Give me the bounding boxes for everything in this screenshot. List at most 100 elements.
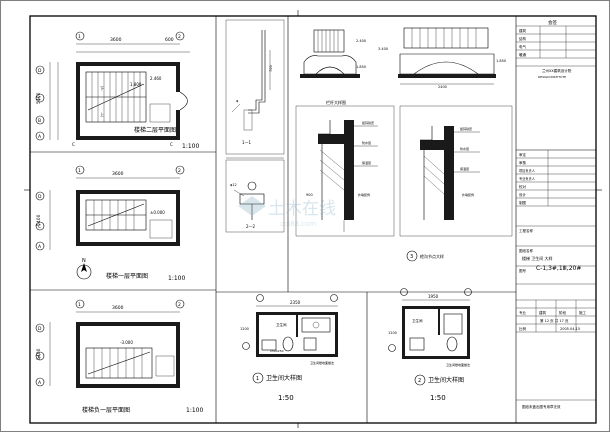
svg-text:3.400: 3.400 [378,47,388,51]
svg-text:1200: 1200 [240,327,249,331]
svg-text:2350: 2350 [290,300,301,305]
detail-3-label: 3 檐沟节点大样 [406,250,444,262]
svg-text:项目负责人: 项目负责人 [519,168,536,173]
svg-text:1: 1 [78,168,81,174]
svg-text:镀锌铁皮: 镀锌铁皮 [362,120,374,125]
svg-text:阶段: 阶段 [559,310,567,315]
svg-text:图纸未盖出图专用章无效: 图纸未盖出图专用章无效 [522,404,561,409]
svg-text:2: 2 [418,378,421,384]
svg-text:250X250: 250X250 [270,349,284,353]
toilet-1-scale: 1:50 [278,394,294,402]
svg-text:第 12 页 共 17 页: 第 12 页 共 17 页 [540,318,569,323]
svg-text:建筑: 建筑 [519,28,527,33]
railing-title: 栏杆大样图 [326,99,346,105]
svg-text:2: 2 [178,302,181,308]
svg-text:上: 上 [100,111,104,117]
svg-text:校对: 校对 [519,184,527,189]
svg-text:φ12: φ12 [230,183,237,187]
svg-text:700: 700 [269,65,273,72]
svg-text:外墙装饰: 外墙装饰 [358,192,370,197]
svg-text:C: C [72,142,75,147]
svg-text:卫生间: 卫生间 [276,322,287,327]
svg-text:下: 下 [100,86,104,91]
svg-text:2.460: 2.460 [150,76,162,81]
svg-text:保温层: 保温层 [460,166,469,171]
svg-text:2005.04.15: 2005.04.15 [560,327,580,331]
stair-b1-scale: 1:100 [186,407,203,414]
eave-detail-left: 镀锌铁皮 防水层 保温层 900 外墙装饰 [295,105,395,237]
toilet-plan-2: 1950 卫生间 1200 卫生间楼地面做法 2 卫生间大样图 1:50 [388,288,472,402]
svg-text:3600: 3600 [110,37,122,43]
svg-text:A: A [38,244,42,250]
svg-text:制图: 制图 [519,200,527,205]
svg-text:2—2: 2—2 [246,224,256,229]
svg-text:3: 3 [410,254,413,260]
svg-text:5400: 5400 [36,214,42,226]
svg-text:防水层: 防水层 [460,146,469,151]
svg-text:B: B [38,118,41,124]
svg-text:结构: 结构 [519,36,527,41]
svg-text:1.850: 1.850 [496,59,506,63]
svg-text:1: 1 [78,302,81,308]
svg-text:暖通: 暖通 [519,52,527,57]
svg-text:N: N [82,258,86,264]
svg-text:C: C [38,96,41,102]
svg-text:设计: 设计 [519,192,527,197]
svg-text:A: A [38,134,42,140]
svg-text:2400: 2400 [438,85,447,89]
svg-text:3600: 3600 [112,171,124,177]
svg-text:C: C [38,224,41,230]
stair-2f-scale: 1:100 [182,143,199,150]
svg-text:1950: 1950 [428,294,439,299]
toilet-2-title: 卫生间大样图 [428,376,464,384]
svg-text:比例: 比例 [519,326,527,331]
svg-text:1—1: 1—1 [242,140,252,145]
watermark: 土木在线 coi88.com [238,196,336,228]
svg-text:φ: φ [236,99,239,103]
north-arrow-icon: N [76,258,92,280]
svg-text:C: C [170,142,173,147]
svg-text:图纸名称: 图纸名称 [519,248,533,253]
svg-text:卫生间楼地面做法: 卫生间楼地面做法 [310,360,334,365]
svg-text:电气: 电气 [519,44,527,49]
stair-2f-title: 楼梯二层平面图 [134,126,176,134]
svg-text:3600: 3600 [112,305,124,311]
svg-text:卫生间: 卫生间 [412,318,423,323]
railing-connection-detail: φ12 2—2 [230,181,265,229]
svg-text:檐沟节点大样: 檐沟节点大样 [420,253,444,259]
svg-text:审定: 审定 [519,152,527,157]
svg-text:工程名称: 工程名称 [519,228,533,233]
svg-text:D: D [38,194,42,200]
svg-text:D: D [38,68,42,74]
svg-text:5400: 5400 [36,92,42,104]
svg-text:900: 900 [306,193,313,197]
railing-elevations: 2.400 1.850 2400 3.400 1.850 栏杆大样图 [300,27,506,105]
svg-text:1.800: 1.800 [130,82,142,87]
stair-1f-scale: 1:100 [168,275,185,282]
svg-text:1200: 1200 [388,331,397,335]
svg-text:C: C [38,354,41,360]
toilet-2-scale: 1:50 [430,394,446,402]
railing-section-detail: 700 φ 1—1 [231,30,273,145]
stair-plan-b1: 3600 1 2 5400 D C A -3.000 楼梯负一层平面图 1:10… [35,299,203,414]
svg-text:coi88.com: coi88.com [280,220,316,228]
svg-text:1: 1 [78,34,81,40]
svg-text:600: 600 [165,37,174,43]
svg-text:外墙装饰: 外墙装饰 [462,192,474,197]
toilet-plan-1: 2350 卫生间 1200 250X250 卫生间楼地面做法 1 卫生间大样图 … [240,294,338,402]
svg-text:施工: 施工 [579,310,587,315]
svg-text:图号: 图号 [519,268,527,273]
svg-text:1.850: 1.850 [356,65,366,69]
svg-text:2.400: 2.400 [356,39,366,43]
title-block: 会签 建筑 结构 电气 暖通 兰州XX建筑设计院 DESIGN INSTITUT… [515,15,597,424]
svg-text:卫生间楼地面做法: 卫生间楼地面做法 [446,362,470,367]
svg-text:镀锌铁皮: 镀锌铁皮 [460,126,472,131]
stair-plan-1f: 3600 1 2 5400 D C A ±0.000 N 楼梯一层平面图 1:1… [35,165,185,282]
stair-b1-title: 楼梯负一层平面图 [82,406,130,414]
svg-text:D: D [38,326,42,332]
svg-text:2: 2 [178,34,181,40]
svg-text:建筑: 建筑 [539,310,547,315]
svg-text:保温层: 保温层 [362,160,371,165]
